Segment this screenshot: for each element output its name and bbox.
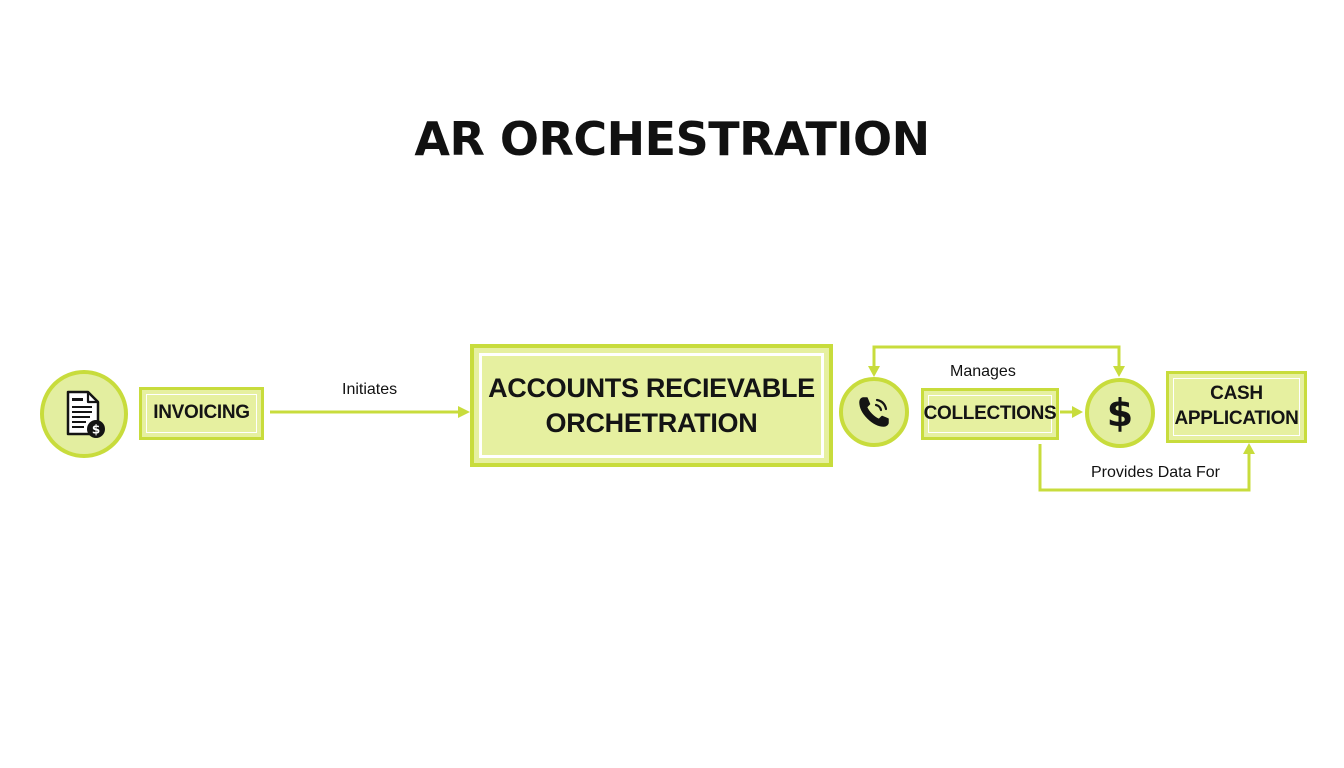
phone-icon [859, 397, 889, 427]
initiates-label: Initiates [342, 381, 398, 398]
arrowhead-collections-to-dollar [1072, 406, 1083, 418]
arrowhead-manages-left [868, 366, 880, 377]
dollar-node: $ [1085, 378, 1155, 448]
manages-label: Manages [950, 363, 1016, 380]
svg-text:$: $ [92, 423, 100, 437]
invoicing-box: INVOICING [139, 387, 264, 440]
cash-application-label-line1: CASH [1210, 383, 1263, 405]
provides-data-for-label: Provides Data For [1091, 464, 1220, 481]
ar-orchestration-box-inner-border [479, 353, 824, 458]
arrowhead-provides-data-for [1243, 443, 1255, 454]
arrow-provides-data-for [1038, 444, 1251, 492]
phone-node [839, 377, 909, 447]
cash-application-box: CASH APPLICATION [1166, 371, 1307, 443]
ar-orchestration-label-line2: ORCHETRATION [545, 408, 758, 438]
collections-label: COLLECTIONS [923, 402, 1057, 424]
collections-box: COLLECTIONS [921, 388, 1059, 440]
cash-application-label-line2: APPLICATION [1174, 408, 1299, 429]
invoicing-label: INVOICING [153, 402, 250, 424]
invoice-node: $ [40, 370, 128, 458]
diagram-title: AR ORCHESTRATION [414, 112, 930, 166]
dollar-sign-icon: $ [1106, 391, 1134, 435]
ar-orchestration-box: ACCOUNTS RECIEVABLE ORCHETRATION [470, 344, 833, 467]
arrow-manages-loop [872, 345, 1121, 366]
ar-orchestration-label-line1: ACCOUNTS RECIEVABLE [488, 372, 815, 403]
arrowhead-initiates [458, 406, 470, 418]
invoice-document-icon: $ [66, 390, 105, 438]
arrowhead-manages-right [1113, 366, 1125, 377]
